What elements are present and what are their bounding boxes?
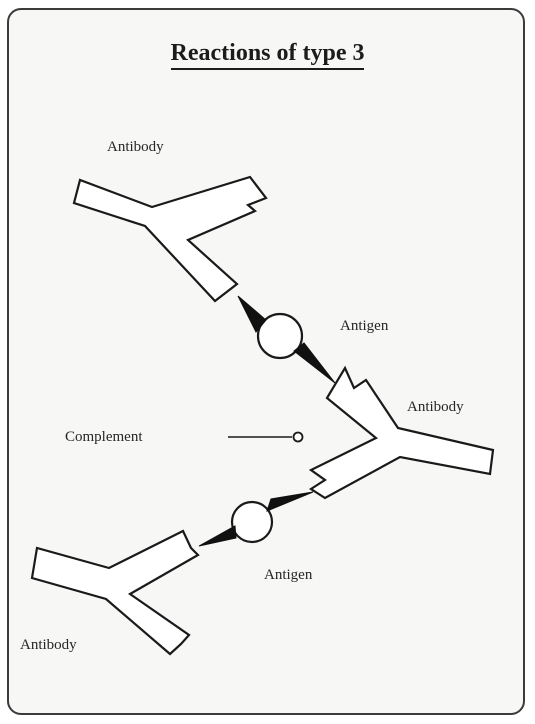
label-antibody-top: Antibody bbox=[107, 139, 164, 156]
complement-icon bbox=[294, 433, 303, 442]
antibody-bottom-shape bbox=[32, 531, 198, 654]
label-antibody-bottom: Antibody bbox=[20, 637, 77, 654]
antibody-top-shape bbox=[74, 177, 266, 301]
label-complement: Complement bbox=[65, 429, 143, 446]
binding-wedge-lower-right bbox=[267, 492, 313, 511]
antibody-middle-shape bbox=[311, 368, 493, 498]
label-antibody-middle: Antibody bbox=[407, 399, 464, 416]
label-antigen-upper: Antigen bbox=[340, 318, 388, 335]
antigen-lower-shape bbox=[232, 502, 272, 542]
binding-wedge-lower-left bbox=[199, 526, 236, 546]
binding-wedge-upper-bottom bbox=[294, 343, 335, 383]
label-antigen-lower: Antigen bbox=[264, 567, 312, 584]
